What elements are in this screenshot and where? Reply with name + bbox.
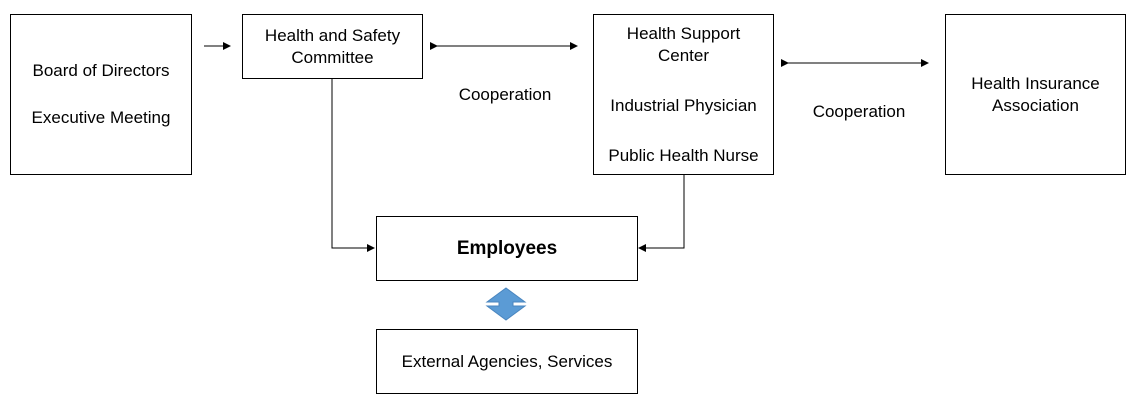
node-external-label: External Agencies, Services — [401, 351, 613, 371]
node-board-of-directors: Board of Directors Executive Meeting — [10, 14, 192, 175]
node-employees: Employees — [376, 216, 638, 281]
node-support-line4: Public Health Nurse — [608, 145, 759, 165]
arrow-employees-external — [485, 287, 527, 321]
node-board-line1: Board of Directors — [32, 61, 170, 80]
node-committee-line2: Committee — [291, 47, 374, 67]
node-insurance-line1: Health Insurance — [971, 73, 1100, 93]
edge-label-cooperation-right: Cooperation — [812, 102, 906, 121]
node-insurance-line2: Association — [992, 95, 1079, 115]
node-employees-label: Employees — [456, 237, 558, 259]
edge-label-cooperation-left: Cooperation — [458, 85, 552, 104]
arrow-committee-to-employees — [331, 79, 375, 252]
node-support-line2: Center — [657, 45, 710, 65]
node-support-line3: Industrial Physician — [610, 95, 757, 115]
node-health-insurance-association: Health Insurance Association — [945, 14, 1126, 175]
node-committee-line1: Health and Safety — [264, 25, 401, 45]
node-board-line2: Executive Meeting — [31, 108, 171, 127]
node-health-safety-committee: Health and Safety Committee — [242, 14, 423, 79]
arrow-support-to-employees — [638, 175, 685, 252]
node-health-support-center: Health Support Center Industrial Physici… — [593, 14, 774, 175]
node-external-agencies: External Agencies, Services — [376, 329, 638, 394]
node-support-line1: Health Support — [626, 23, 741, 43]
